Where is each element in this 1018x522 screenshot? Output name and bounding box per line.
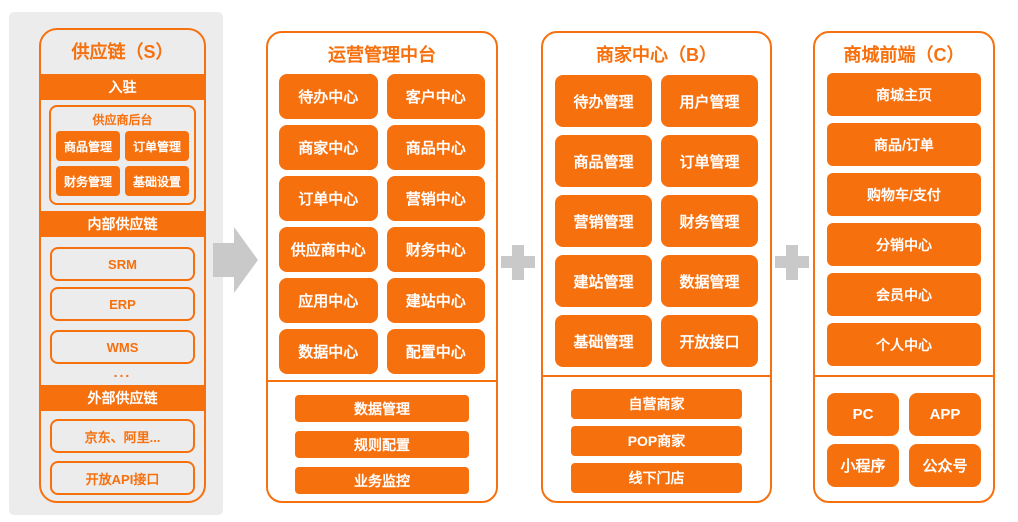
node-erp: ERP [50, 287, 195, 321]
node-sitebuild-mgmt: 建站管理 [555, 255, 652, 307]
node-finance-center: 财务中心 [386, 227, 485, 272]
node-order-center: 订单中心 [279, 176, 378, 221]
channels-grid: PC APP 小程序 公众号 [827, 393, 981, 487]
node-todo-center: 待办中心 [279, 74, 378, 119]
node-todo-mgmt: 待办管理 [555, 75, 652, 127]
node-data-mgmt: 数据管理 [295, 395, 469, 422]
node-product-mgmt: 商品管理 [56, 131, 120, 161]
node-jd-ali: 京东、阿里... [50, 419, 195, 453]
supply-chain-title: 供应链（S） [71, 42, 174, 62]
node-product-center: 商品中心 [386, 125, 485, 170]
node-open-interface: 开放接口 [661, 315, 758, 367]
mall-list: 商城主页 商品/订单 购物车/支付 分销中心 会员中心 个人中心 [827, 73, 981, 366]
section-divider [268, 380, 496, 382]
node-basic-settings: 基础设置 [125, 166, 189, 196]
supplier-backend-grid: 商品管理 订单管理 财务管理 基础设置 [56, 131, 189, 196]
operations-platform-container: 运营管理中台 待办中心 客户中心 商家中心 商品中心 订单中心 营销中心 供应商… [266, 31, 498, 503]
entry-section-bar: 入驻 [41, 74, 204, 100]
external-supply-bar: 外部供应链 [41, 385, 204, 411]
node-order-mgmt-b: 订单管理 [661, 135, 758, 187]
node-member-center: 会员中心 [827, 273, 981, 316]
node-mini-program: 小程序 [827, 444, 899, 487]
node-basic-mgmt: 基础管理 [555, 315, 652, 367]
node-self-merchant: 自营商家 [571, 389, 742, 419]
operations-platform-title: 运营管理中台 [328, 45, 436, 65]
node-supplier-center: 供应商中心 [279, 227, 378, 272]
node-official-account: 公众号 [909, 444, 981, 487]
node-distribution-center: 分销中心 [827, 223, 981, 266]
node-app-center: 应用中心 [279, 278, 378, 323]
node-data-mgmt-b: 数据管理 [661, 255, 758, 307]
operations-footer: 数据管理 规则配置 业务监控 [295, 395, 469, 494]
plus-icon [775, 245, 809, 280]
plus-icon [501, 245, 535, 280]
mall-frontend-container: 商城前端（C） 商城主页 商品/订单 购物车/支付 分销中心 会员中心 个人中心… [813, 31, 995, 503]
flow-arrow-icon [213, 227, 258, 293]
node-open-api: 开放API接口 [50, 461, 195, 495]
node-pop-merchant: POP商家 [571, 426, 742, 456]
supply-chain-container: 供应链（S） 入驻 供应商后台 商品管理 订单管理 财务管理 基础设置 内部供应… [39, 28, 206, 503]
node-pc: PC [827, 393, 899, 436]
node-personal-center: 个人中心 [827, 323, 981, 366]
node-offline-store: 线下门店 [571, 463, 742, 493]
node-config-center: 配置中心 [386, 329, 485, 374]
node-srm: SRM [50, 247, 195, 281]
node-finance-mgmt: 财务管理 [56, 166, 120, 196]
node-mall-home: 商城主页 [827, 73, 981, 116]
node-customer-center: 客户中心 [386, 74, 485, 119]
node-sitebuild-center: 建站中心 [386, 278, 485, 323]
merchant-center-container: 商家中心（B） 待办管理 用户管理 商品管理 订单管理 营销管理 财务管理 建站… [541, 31, 772, 503]
node-product-order: 商品/订单 [827, 123, 981, 166]
ellipsis-text: ... [113, 364, 132, 380]
node-product-mgmt-b: 商品管理 [555, 135, 652, 187]
mall-frontend-title: 商城前端（C） [843, 45, 965, 65]
operations-grid: 待办中心 客户中心 商家中心 商品中心 订单中心 营销中心 供应商中心 财务中心… [268, 74, 496, 374]
node-order-mgmt: 订单管理 [125, 131, 189, 161]
internal-supply-bar: 内部供应链 [41, 211, 204, 237]
node-wms: WMS [50, 330, 195, 364]
merchant-center-title: 商家中心（B） [596, 45, 717, 65]
node-cart-pay: 购物车/支付 [827, 173, 981, 216]
node-business-monitor: 业务监控 [295, 467, 469, 494]
node-marketing-mgmt: 营销管理 [555, 195, 652, 247]
supplier-backend-group: 供应商后台 商品管理 订单管理 财务管理 基础设置 [49, 105, 196, 205]
node-marketing-center: 营销中心 [386, 176, 485, 221]
supplier-backend-label: 供应商后台 [92, 113, 153, 127]
node-merchant-center: 商家中心 [279, 125, 378, 170]
node-rule-config: 规则配置 [295, 431, 469, 458]
node-data-center: 数据中心 [279, 329, 378, 374]
node-user-mgmt: 用户管理 [661, 75, 758, 127]
node-app: APP [909, 393, 981, 436]
section-divider [815, 375, 993, 377]
supply-chain-panel: 供应链（S） 入驻 供应商后台 商品管理 订单管理 财务管理 基础设置 内部供应… [9, 12, 223, 515]
section-divider [543, 375, 770, 377]
merchant-grid: 待办管理 用户管理 商品管理 订单管理 营销管理 财务管理 建站管理 数据管理 … [543, 75, 770, 367]
node-finance-mgmt-b: 财务管理 [661, 195, 758, 247]
merchant-footer: 自营商家 POP商家 线下门店 [571, 389, 742, 493]
